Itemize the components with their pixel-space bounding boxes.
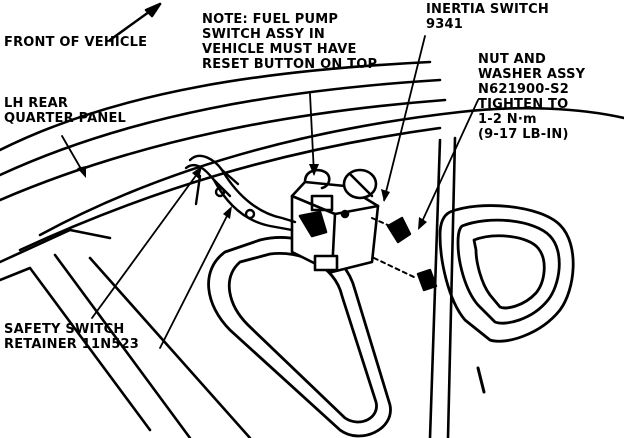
right-opening [438,204,575,394]
leader-arrowheads [77,164,427,230]
harness-wire [184,154,297,232]
quarter-panel-lines [0,60,624,252]
slot-opening [207,236,392,438]
nut-icon [386,216,438,292]
front-arrow-icon [108,2,162,42]
lh-rear-quarter-panel-label: LH REAR QUARTER PANEL [4,96,127,126]
inertia-switch-label: INERTIA SWITCH 9341 [426,2,549,32]
inertia-switch-body [290,168,380,274]
safety-switch-retainer-label: SAFETY SWITCH RETAINER 11N523 [4,322,140,352]
nut-washer-label: NUT AND WASHER ASSY N621900-S2 TIGHTEN T… [478,52,586,142]
stud-dashes [371,217,417,279]
reset-note-label: NOTE: FUEL PUMP SWITCH ASSY IN VEHICLE M… [202,12,378,72]
right-edge [428,136,457,438]
leader-lines [61,35,479,349]
front-of-vehicle-label: FRONT OF VEHICLE [4,35,148,50]
inner-panel [0,228,252,438]
